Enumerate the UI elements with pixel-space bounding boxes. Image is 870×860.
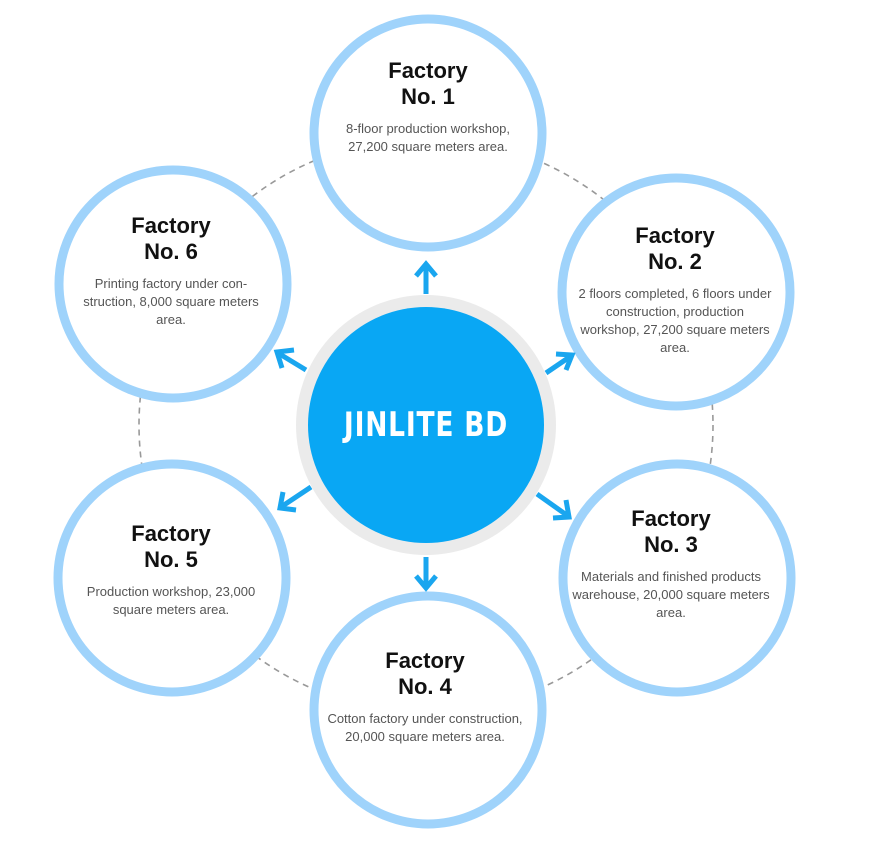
factory-number: No. 1 (401, 84, 455, 109)
arrow-to-factory-4 (414, 557, 438, 592)
factory-node-4: Factory No. 4 Cotton factory under const… (310, 630, 540, 860)
factory-description: Production workshop, 23,000 square meter… (86, 584, 256, 617)
dashed-connector-ring (138, 137, 714, 713)
arrow-to-factory-3 (535, 491, 572, 521)
factory-node-6: Factory No. 6 Printing factory under con… (56, 195, 286, 425)
factory-number: No. 2 (648, 249, 702, 274)
factory-description: Cotton factory under construction, 20,00… (327, 711, 523, 744)
factory-title: Factory (131, 213, 211, 238)
factory-number: No. 5 (144, 547, 198, 572)
factory-description: 2 floors completed, 6 floors under const… (578, 286, 772, 355)
factory-2-circle (557, 173, 795, 411)
hub-core (308, 307, 544, 543)
factory-number: No. 3 (644, 532, 698, 557)
factory-description: Printing factory under con-struction, 8,… (83, 276, 259, 327)
factory-number: No. 6 (144, 239, 198, 264)
factory-number: No. 4 (398, 674, 452, 699)
factory-node-5: Factory No. 5 Production workshop, 23,00… (56, 503, 286, 733)
factory-4-circle (309, 591, 547, 829)
factory-node-1: Factory No. 1 8-floor production worksho… (313, 40, 543, 270)
arrow-to-factory-2 (544, 351, 576, 376)
factory-title: Factory (635, 223, 715, 248)
hub-label: JINLITE BD (343, 405, 509, 445)
arrow-to-factory-5 (277, 484, 313, 513)
factory-title: Factory (385, 648, 465, 673)
arrow-to-factory-6 (273, 347, 308, 373)
factory-title: Factory (388, 58, 468, 83)
factory-6-circle (54, 165, 292, 403)
factory-3-circle (558, 459, 796, 697)
factory-title: Factory (631, 506, 711, 531)
factory-5-circle (53, 459, 291, 697)
factory-title: Factory (131, 521, 211, 546)
arrows-group (273, 260, 576, 592)
arrow-to-factory-1 (414, 260, 438, 294)
factory-description: Materials and finished products warehous… (572, 569, 770, 620)
factory-node-2: Factory No. 2 2 floors completed, 6 floo… (560, 205, 790, 435)
factory-description: 8-floor production workshop, 27,200 squa… (345, 121, 511, 154)
factory-node-3: Factory No. 3 Materials and finished pro… (556, 488, 786, 718)
factory-1-circle (309, 14, 547, 252)
